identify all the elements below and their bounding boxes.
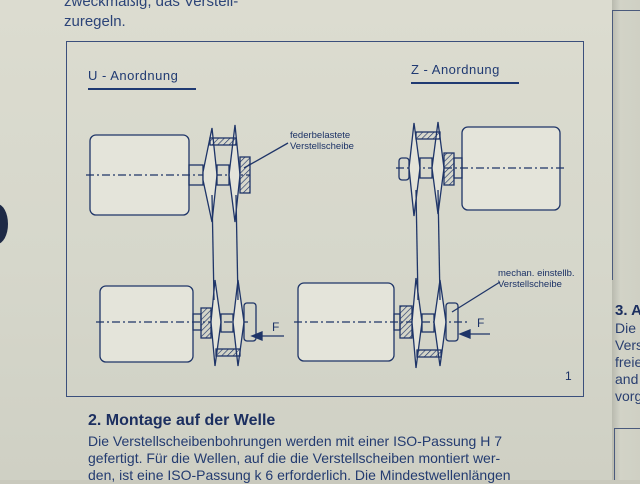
belt-drive-diagram [86, 121, 566, 369]
spring-pulley-note: federbelastete Verstellscheibe [290, 130, 354, 152]
u-top-motor [86, 134, 250, 216]
u-leader-line [243, 142, 289, 169]
u-bottom-pulley [192, 279, 257, 367]
section-heading: 2. Montage auf der Welle [88, 412, 276, 429]
adjacent-line-4: and [615, 371, 639, 387]
section-line-1: Die Verstellscheibenbohrungen werden mit… [88, 433, 503, 449]
u-top-pulley [188, 124, 251, 223]
z-force-label: F [477, 316, 485, 330]
section-line-3: den, ist eine ISO-Passung k 6 erforderli… [88, 467, 511, 483]
z-leader-line [451, 281, 501, 313]
figure-frame [66, 41, 584, 397]
adjacent-heading: 3. A [615, 302, 640, 319]
spring-note-line-2: Verstellscheibe [290, 141, 354, 152]
mech-note-line-1: mechan. einstellb. [498, 268, 575, 279]
mech-note-line-2: Verstellscheibe [498, 279, 562, 290]
binder-hole [0, 204, 8, 244]
u-bottom-motor [96, 285, 250, 363]
u-force-arrow [250, 331, 284, 341]
mechanical-pulley-note: mechan. einstellb. Verstellscheibe [498, 268, 575, 290]
u-belt [211, 194, 239, 301]
u-title-underline [88, 88, 196, 90]
intro-line-1: zweckmäßig, das Verstell- [64, 0, 239, 10]
section-body: Die Verstellscheibenbohrungen werden mit… [88, 433, 608, 484]
adjacent-line-3: freie [615, 354, 640, 370]
z-bottom-pulley [393, 277, 459, 369]
intro-text: zweckmäßig, das Verstell- zuregeln. [64, 0, 238, 32]
adjacent-page-column: 3. A Die Vers freie and vorg [612, 0, 640, 480]
u-arrangement-title: U - Anordnung [88, 68, 179, 83]
adjacent-line-2: Vers [615, 337, 640, 353]
adjacent-figure-box [614, 428, 640, 480]
spring-note-line-1: federbelastete [290, 130, 351, 141]
section-line-2: gefertigt. Für die Wellen, auf die die V… [88, 450, 501, 466]
z-top-pulley [398, 121, 463, 217]
figure-number: 1 [565, 369, 572, 383]
z-arrangement-title: Z - Anordnung [411, 62, 500, 77]
adjacent-line-5: vorg [615, 388, 640, 404]
z-title-underline [411, 82, 519, 84]
z-force-arrow [458, 329, 490, 339]
z-belt [415, 189, 441, 301]
u-force-label: F [272, 320, 280, 334]
intro-line-2: zuregeln. [64, 13, 126, 30]
adjacent-frame-edge [612, 10, 640, 280]
document-page: zweckmäßig, das Verstell- zuregeln. [0, 0, 612, 483]
adjacent-line-1: Die [615, 320, 637, 336]
